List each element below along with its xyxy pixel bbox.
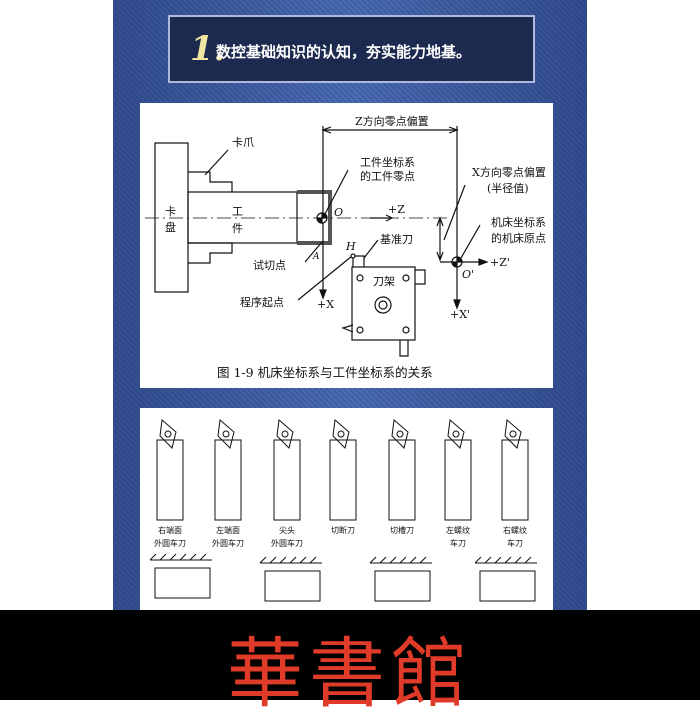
- label-jaw: 卡爪: [232, 136, 254, 149]
- turning-tool: 切断刀: [329, 419, 357, 535]
- label-plus-z: +Z: [388, 203, 405, 216]
- label-work-origin: 工件坐标系: [360, 155, 415, 169]
- label-tool-holder: 刀架: [373, 275, 395, 288]
- turning-tools-figure: 右端面外圆车刀左端面外圆车刀尖头外圆车刀切断刀切槽刀左螺纹车刀右螺纹车刀: [140, 408, 553, 618]
- coordinate-system-figure: 卡 盘 工 件 卡爪 Z方向零点偏置 工件坐标系 的工件零点 X方向零点偏置 (…: [140, 103, 553, 388]
- label-program-start: 程序起点: [240, 295, 284, 309]
- label-reference-tool: 基准刀: [380, 233, 413, 246]
- tool-label: 切断刀: [331, 525, 355, 535]
- label-machine-origin: 的机床原点: [491, 231, 546, 245]
- machining-sketch: [369, 556, 432, 602]
- label-o-prime: O': [462, 268, 474, 281]
- tool-label: 外圆车刀: [212, 538, 244, 548]
- watermark-logo: 華書館: [227, 629, 473, 718]
- label-plus-x: +X: [317, 298, 334, 311]
- label-machine-origin: 机床坐标系: [491, 215, 546, 229]
- tool-label: 外圆车刀: [271, 538, 303, 548]
- watermark-banner: 華書館: [0, 610, 700, 718]
- label-z-offset: Z方向零点偏置: [355, 114, 429, 128]
- jaws: [188, 171, 233, 264]
- tool-holder: [341, 253, 426, 357]
- section-number: 1.: [190, 29, 226, 69]
- label-plus-x-prime: +X': [450, 308, 470, 321]
- label-workpiece: 工: [232, 205, 243, 218]
- tool-label: 左端面: [216, 525, 240, 535]
- label-work-origin: 的工件零点: [360, 169, 415, 183]
- label-a: A: [312, 252, 320, 262]
- label-trial-cut: 试切点: [253, 259, 286, 272]
- workpiece: [187, 191, 331, 244]
- label-x-offset: X方向零点偏置: [472, 165, 546, 179]
- label-chuck: 卡: [165, 205, 176, 218]
- tool-label: 切槽刀: [390, 525, 414, 535]
- label-plus-z-prime: +Z': [490, 256, 510, 269]
- tool-label: 外圆车刀: [154, 538, 186, 548]
- figure-caption: 图 1-9 机床坐标系与工件坐标系的关系: [217, 365, 433, 380]
- tool-label: 右端面: [158, 525, 182, 535]
- label-chuck: 盘: [165, 220, 176, 234]
- section-title-box: 1. 数控基础知识的认知，夯实能力地基。: [168, 15, 535, 83]
- tool-label: 左螺纹: [446, 525, 470, 535]
- tool-label: 右螺纹: [503, 525, 527, 535]
- machining-sketch: [259, 556, 322, 602]
- section-title: 数控基础知识的认知，夯实能力地基。: [216, 43, 472, 61]
- label-o: O: [334, 206, 343, 219]
- label-workpiece: 件: [232, 222, 243, 235]
- tool-label: 尖头: [279, 525, 295, 535]
- tool-label: 车刀: [450, 538, 466, 548]
- turning-tool: 切槽刀: [388, 419, 416, 535]
- machining-sketch: [149, 553, 212, 599]
- label-x-offset: (半径值): [487, 181, 529, 195]
- machining-sketch: [474, 556, 537, 602]
- tool-label: 车刀: [507, 538, 523, 548]
- label-h: H: [345, 240, 356, 253]
